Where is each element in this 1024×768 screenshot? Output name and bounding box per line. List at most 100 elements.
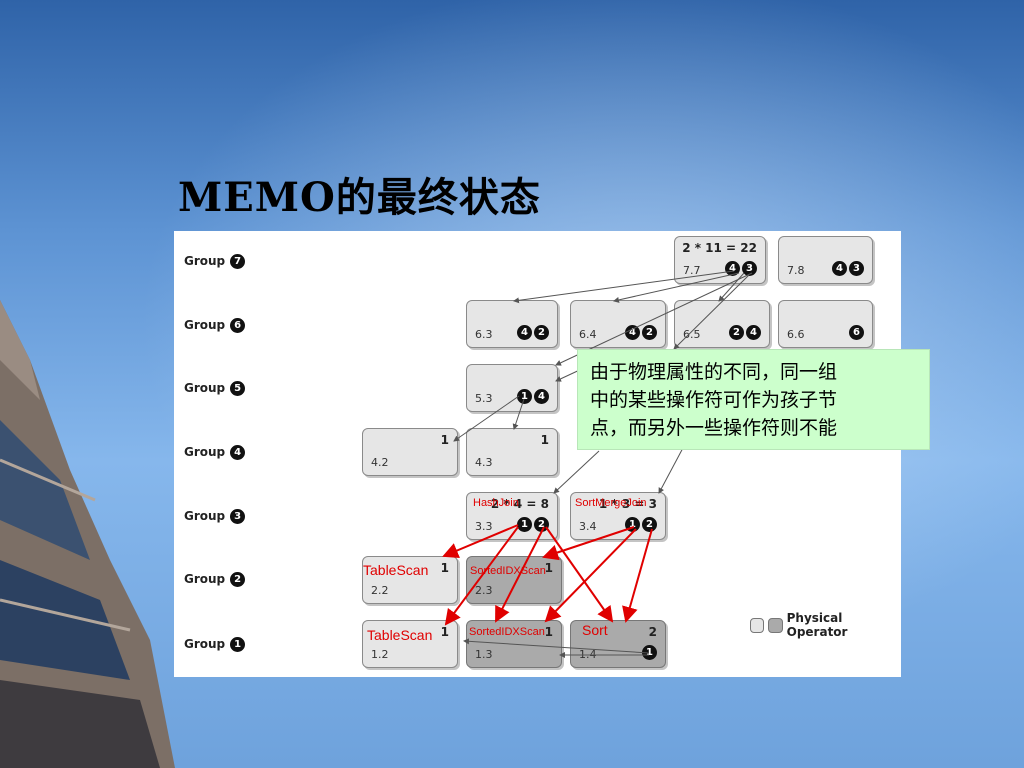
child-group-badge: 2 [534,517,549,532]
group-number-badge: 3 [230,508,246,524]
entry-expression: 1 [544,625,553,639]
child-group-badge: 2 [729,325,744,340]
memo-entry-5-3: 5.3 1 4 [466,364,558,412]
entry-children: 4 3 [832,261,864,276]
link-7-to-lower [673,274,750,350]
child-group-badge: 4 [517,325,532,340]
entry-children: 4 2 [625,325,657,340]
child-group-badge: 4 [832,261,847,276]
entry-id: 3.4 [579,520,597,533]
entry-children: 6 [849,325,864,340]
operator-label-tablescan-1: TableScan [367,627,433,643]
legend-swatch-logical [750,617,765,633]
entry-expression: 1 * 3 = 3 [598,497,657,511]
group-number-badge: 1 [230,636,246,652]
arrow-hashjoin-sortedidx-1 [495,526,545,623]
legend-label: Physical Operator [786,611,848,639]
entry-children: 2 4 [729,325,761,340]
entry-expression: 1 [440,561,449,575]
entry-id: 4.3 [475,456,493,469]
group-word: Group [184,637,226,651]
memo-entry-3-3: 2 * 4 = 8 3.3 1 2 [466,492,558,540]
memo-entry-2-2: 1 2.2 [362,556,458,604]
entry-id: 1.3 [475,648,493,661]
group-word: Group [184,318,226,332]
group-word: Group [184,381,226,395]
child-group-badge: 2 [642,325,657,340]
entry-expression: 2 [648,625,657,639]
memo-entry-2-3: 1 2.3 [466,556,562,604]
callout-line: 中的某些操作符可作为孩子节 [590,389,838,411]
memo-entry-4-2: 1 4.2 [362,428,458,476]
group-label-6: Group 6 [184,316,246,334]
arrow-hashjoin-sort [545,526,614,623]
arrow-smj-sort [622,528,653,623]
entry-expression: 1 [440,625,449,639]
entry-id: 7.7 [683,264,701,277]
child-group-badge: 6 [849,325,864,340]
entry-id: 6.4 [579,328,597,341]
entry-expression: 2 * 11 = 22 [682,241,757,255]
link-7-to-6-3 [513,270,735,304]
connector-lines [442,270,753,658]
arrow-hashjoin-tablescan-1 [444,526,519,626]
group-label-2: Group 2 [184,570,246,588]
entry-id: 7.8 [787,264,805,277]
group-word: Group [184,445,226,459]
child-group-badge: 2 [534,325,549,340]
group-word: Group [184,509,226,523]
entry-id: 5.3 [475,392,493,405]
group-number-badge: 2 [230,571,246,587]
entry-id: 6.5 [683,328,701,341]
group-number-badge: 4 [230,444,246,460]
entry-id: 2.3 [475,584,493,597]
legend-physical-operator: Physical Operator [750,611,901,639]
child-group-badge: 3 [742,261,757,276]
group-label-1: Group 1 [184,635,246,653]
child-group-badge: 4 [625,325,640,340]
group-label-4: Group 4 [184,443,246,461]
explanation-callout: 由于物理属性的不同，同一组 中的某些操作符可作为孩子节 点，而另外一些操作符则不… [577,349,930,450]
child-group-badge: 2 [642,517,657,532]
memo-entry-3-4: 1 * 3 = 3 3.4 1 2 [570,492,666,540]
link-to-3-4 [658,445,685,494]
memo-entry-7-8: 7.8 4 3 [778,236,873,284]
group-word: Group [184,254,226,268]
entry-children: 4 3 [725,261,757,276]
memo-entry-1-3: 1 1.3 [466,620,562,668]
arrow-smj-sortedidx-1 [544,528,637,623]
link-1-4-to-1-3 [463,638,650,654]
memo-entry-1-4: 2 1.4 1 [570,620,666,668]
operator-label-sortmergejoin: SortMergeJoin [575,497,647,509]
child-group-badge: 1 [642,645,657,660]
entry-children: 1 [642,645,657,660]
child-group-badge: 4 [534,389,549,404]
operator-label-sortedidxscan-2: SortedIDXScan [470,565,546,577]
entry-id: 4.2 [371,456,389,469]
operator-label-sort: Sort [582,622,608,638]
entry-id: 1.2 [371,648,389,661]
child-group-badge: 4 [725,261,740,276]
memo-entry-1-2: 1 1.2 [362,620,458,668]
operator-label-tablescan-2: TableScan [363,562,429,578]
memo-entry-6-5: 6.5 2 4 [674,300,770,348]
entry-id: 3.3 [475,520,493,533]
entry-expression: 1 [540,433,549,447]
child-group-badge: 1 [517,517,532,532]
memo-diagram-panel: Group 7 Group 6 Group 5 Group 4 Group 3 … [174,231,901,677]
operator-label-hashjoin: HashJoin [473,497,519,509]
link-7-to-6-5 [718,272,745,302]
group-word: Group [184,572,226,586]
arrow-smj-sortedidx-2 [542,526,635,561]
child-group-badge: 3 [849,261,864,276]
group-label-3: Group 3 [184,507,246,525]
link-5-to-4-3 [512,398,525,430]
slide-title: MEMO的最终状态 [178,174,541,221]
arrow-hashjoin-tablescan-2 [442,524,519,558]
memo-entry-4-3: 1 4.3 [466,428,558,476]
entry-id: 6.3 [475,328,493,341]
group-number-badge: 6 [230,317,246,333]
entry-children: 4 2 [517,325,549,340]
link-to-3-3 [553,450,600,494]
memo-entry-6-6: 6.6 6 [778,300,873,348]
